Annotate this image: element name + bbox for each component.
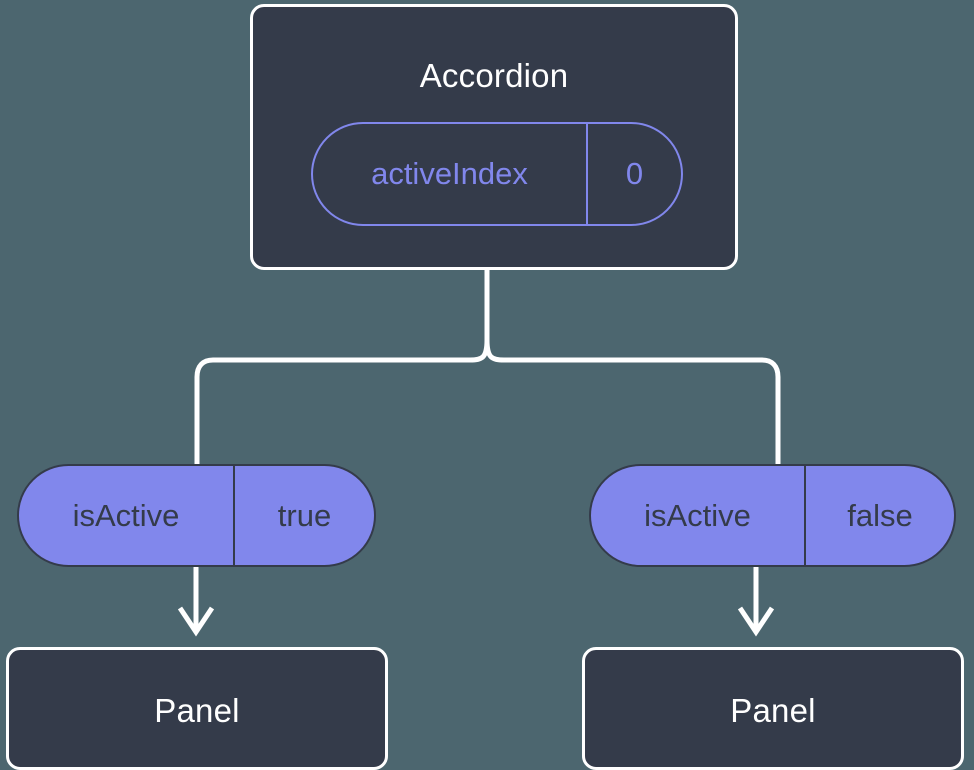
left-isactive-key: isActive [19, 466, 235, 565]
right-isactive-key: isActive [591, 466, 806, 565]
right-panel-node-label: Panel [730, 692, 816, 729]
active-index-state-capsule[interactable]: activeIndex 0 [311, 122, 683, 226]
active-index-value: 0 [625, 156, 644, 191]
right-panel-node[interactable]: Panel [582, 647, 964, 770]
arrow-head-right [737, 606, 775, 637]
connector-fork-right [484, 339, 781, 466]
left-panel-node[interactable]: Panel [6, 647, 388, 770]
left-isactive-value: true [277, 497, 332, 533]
left-panel-node-label: Panel [154, 692, 240, 729]
accordion-node-label: Accordion [419, 57, 569, 94]
right-isactive-value: false [847, 497, 913, 533]
left-isactive-prop-capsule[interactable]: isActive true [17, 464, 376, 567]
active-index-key: activeIndex [313, 124, 588, 224]
connector-fork [194, 339, 490, 466]
arrow-head-left [177, 606, 215, 637]
accordion-node[interactable]: Accordion activeIndex 0 [250, 4, 738, 270]
right-isactive-prop-capsule[interactable]: isActive false [589, 464, 956, 567]
